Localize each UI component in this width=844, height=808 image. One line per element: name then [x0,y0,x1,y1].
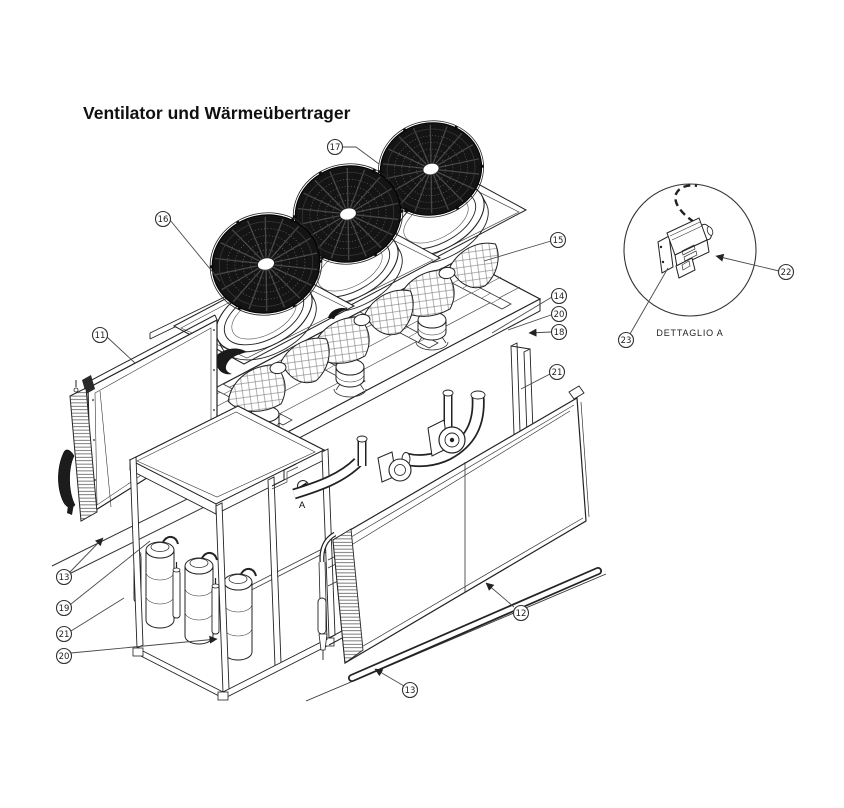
fan-impellers [215,241,506,416]
svg-text:20: 20 [554,310,565,320]
discharge-elbow [401,389,486,468]
callout-22: 22 [715,253,795,281]
callout-20-right: 20 [507,305,568,331]
frame-post [267,476,282,667]
callout-21-left: 21 [55,597,125,643]
svg-text:11: 11 [95,331,106,341]
svg-text:19: 19 [59,604,70,614]
svg-text:17: 17 [330,143,341,153]
callout-18: 18 [528,323,568,341]
svg-text:A: A [299,500,306,511]
capillary-tube [674,184,698,223]
bottom-rail [305,567,607,702]
svg-text:14: 14 [554,292,565,302]
callout-13-bottom: 13 [374,668,419,699]
page-title: Ventilator und Wärmeübertrager [83,103,351,123]
svg-text:13: 13 [405,686,416,696]
callout-20-left: 20 [55,635,218,665]
callout-11: 11 [91,326,136,364]
svg-text:21: 21 [59,630,70,640]
svg-text:13: 13 [59,573,70,583]
svg-text:15: 15 [553,236,564,246]
svg-text:23: 23 [621,336,632,346]
callout-19: 19 [55,540,151,617]
right-coil-panel [305,385,607,702]
callout-14: 14 [491,287,568,334]
callout-15: 15 [483,231,567,262]
compressor-2 [172,551,218,645]
svg-text:16: 16 [158,215,169,225]
impeller-blade-tip [215,348,247,375]
callout-13-left: 13 [55,537,104,586]
compressor-compartment [128,405,336,701]
suction-pipe [292,435,368,500]
base-rail [136,647,224,699]
svg-text:12: 12 [516,609,527,619]
frame-post [129,456,144,649]
coil-u-bend [58,449,76,508]
coil-fins [333,529,363,663]
svg-text:22: 22 [781,268,792,278]
svg-text:21: 21 [552,368,563,378]
svg-text:18: 18 [554,328,565,338]
callout-21-right: 21 [520,363,566,390]
callout-23: 23 [617,267,669,349]
pump [427,419,466,457]
left-coil-header [58,380,112,522]
detail-view-a: DETTAGLIO A [623,183,757,338]
callouts: 17 16 15 14 20 18 21 [55,138,795,699]
liquid-line [317,531,337,660]
callout-16: 16 [154,210,221,282]
callout-17: 17 [326,138,380,165]
svg-text:20: 20 [59,652,70,662]
detail-label: DETTAGLIO A [656,328,723,338]
panel-corner-tab [568,385,585,400]
pressure-switch [657,217,714,279]
pump-2 [377,451,412,483]
callout-12: 12 [485,582,530,622]
